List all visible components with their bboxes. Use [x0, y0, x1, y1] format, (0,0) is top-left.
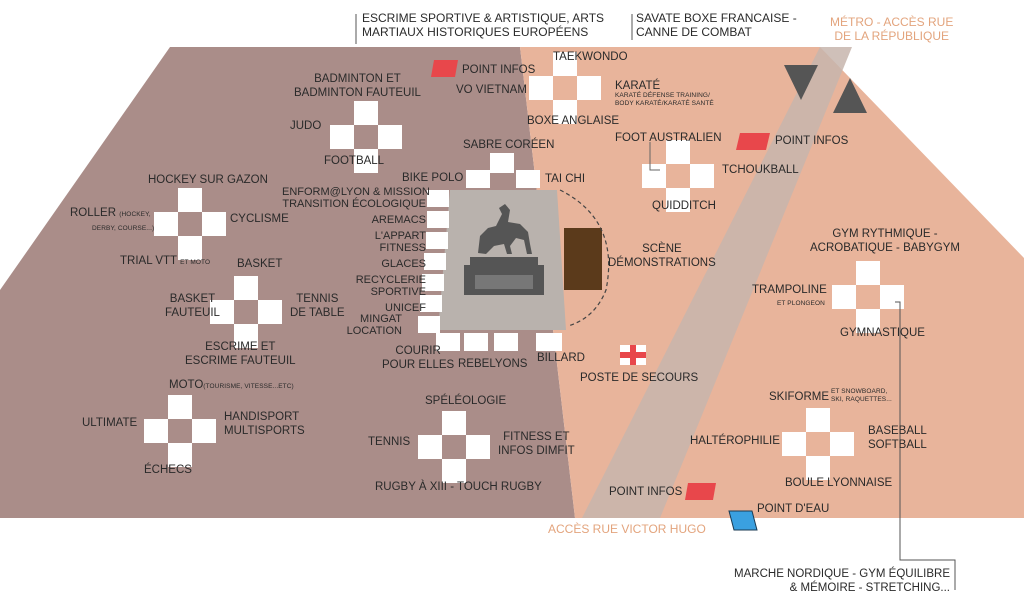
quidditch-label: QUIDDITCH: [652, 200, 716, 212]
statue-icon: [478, 204, 532, 254]
water-point-icon: [728, 510, 758, 531]
rebelyons-label: REBELYONS: [458, 358, 528, 370]
skiforme-label: SKIFORME: [769, 391, 830, 403]
tchoukball-label: TCHOUKBALL: [722, 164, 799, 176]
point-infos-label: POINT INFOS: [462, 64, 536, 76]
gymnastique-label: GYMNASTIQUE: [840, 327, 925, 339]
karate-note: KARATÉ DÉFENSE TRAINING/BODY KARATÉ/KARA…: [615, 92, 714, 107]
moto-label: MOTO(TOURISME, VITESSE...ETC): [169, 379, 294, 391]
skiforme-note: ET SNOWBOARD,SKI, RAQUETTES...: [831, 388, 892, 403]
marche-label: MARCHE NORDIQUE - GYM ÉQUILIBRE& MÉMOIRE…: [734, 568, 950, 594]
point-infos-icon: [685, 483, 716, 500]
point-infos-icon: [431, 60, 458, 77]
trampoline-label: TRAMPOLINE: [752, 284, 827, 296]
rugby-label: RUGBY À XIII - TOUCH RUGBY: [375, 481, 542, 493]
boule-label: BOULE LYONNAISE: [785, 477, 893, 489]
roller-label: ROLLER (HOCKEY,: [70, 207, 151, 219]
walkway: [582, 47, 852, 518]
acces-hugo-label: ACCÈS RUE VICTOR HUGO: [548, 522, 706, 536]
basket-label: BASKET: [237, 258, 283, 270]
echecs-label: ÉCHECS: [144, 464, 192, 476]
point-infos-label-bottom: POINT INFOS: [609, 486, 683, 498]
tennis-label: TENNIS: [368, 436, 411, 448]
karate-label: KARATÉ: [615, 80, 661, 92]
vo-vietnam-label: VO VIETNAM: [456, 84, 527, 96]
gym-rythmique-label: GYM RYTHMIQUE -ACROBATIQUE - BABYGYM: [810, 228, 960, 254]
metro-icon: [833, 78, 867, 113]
tai-chi-label: TAI CHI: [545, 173, 586, 185]
sabre-coreen-area: [490, 153, 514, 173]
ultimate-label: ULTIMATE: [82, 417, 138, 429]
roller-note: DERBY, COURSE...): [92, 225, 155, 232]
sabre-coreen-label: SABRE CORÉEN: [463, 139, 555, 151]
judo-label: JUDO: [290, 120, 322, 132]
demo-stage: [564, 228, 602, 290]
football-label: FOOTBALL: [324, 155, 385, 167]
trampoline-note: ET PLONGEON: [777, 300, 825, 307]
savate-label: SAVATE BOXE FRANCAISE -CANNE DE COMBAT: [636, 11, 797, 39]
taekwondo-label: TAEKWONDO: [553, 51, 628, 63]
trial-label: TRIAL VTT ET MOTO: [120, 255, 211, 267]
cyclisme-label: CYCLISME: [230, 213, 289, 225]
foot-australien-label: FOOT AUSTRALIEN: [615, 132, 722, 144]
hockey-label: HOCKEY SUR GAZON: [148, 174, 268, 186]
poste-secours-label: POSTE DE SECOURS: [580, 372, 699, 384]
metro-icon: [784, 65, 818, 100]
halterophilie-label: HALTÉROPHILIE: [690, 435, 780, 447]
stand-labels: ENFORM@LYON & MISSION TRANSITION ÉCOLOGI…: [282, 186, 430, 314]
billard-label: BILLARD: [537, 352, 585, 364]
boxe-label: BOXE ANGLAISE: [527, 115, 620, 127]
point-infos-icon: [736, 133, 770, 150]
point-eau-label: POINT D'EAU: [757, 503, 830, 515]
bike-polo-label: BIKE POLO: [402, 172, 464, 184]
point-infos-label-right: POINT INFOS: [775, 135, 849, 147]
speleologie-label: SPÉLÉOLOGIE: [425, 395, 507, 407]
left-zone: [0, 47, 575, 518]
